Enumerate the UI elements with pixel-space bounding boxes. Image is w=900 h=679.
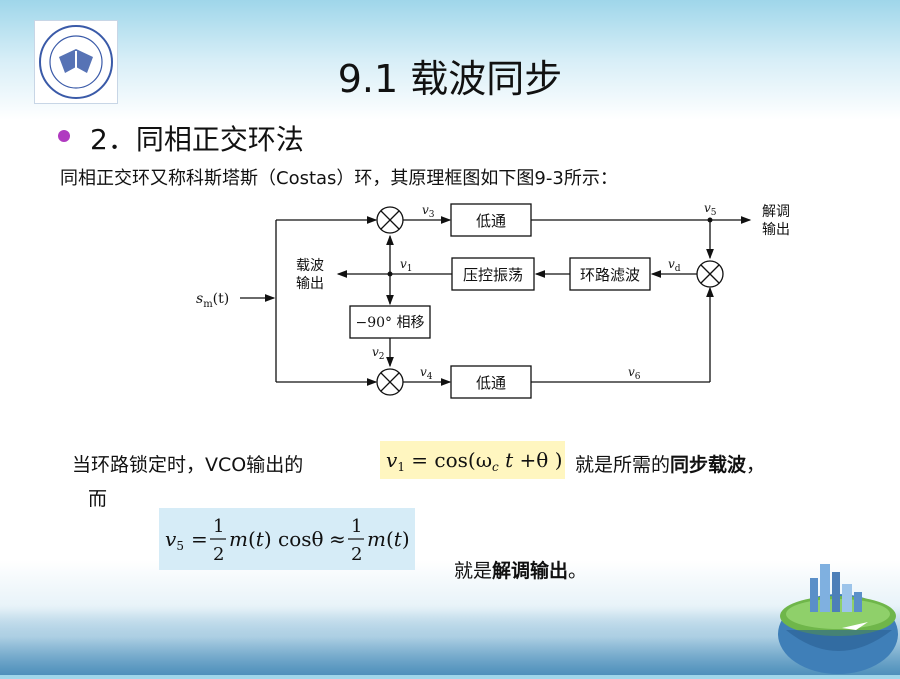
signal-vd: vd — [668, 257, 681, 274]
signal-v4: v4 — [420, 365, 433, 382]
sync-carrier-emphasis: 同步载波 — [670, 454, 747, 476]
bottom-decoration-band — [0, 605, 900, 675]
svg-text:m(t) cosθ: m(t) cosθ — [229, 527, 324, 551]
svg-text:1: 1 — [351, 516, 362, 537]
svg-text:=: = — [191, 527, 208, 551]
svg-text:v1 = cos(ωc t +θ ): v1 = cos(ωc t +θ ) — [386, 448, 563, 474]
carrier-output-label-2: 输出 — [296, 276, 324, 292]
demod-output-label-1: 解调 — [762, 204, 790, 220]
university-logo — [34, 20, 118, 104]
lowpass-top-label: 低通 — [476, 212, 506, 230]
vco-output-formula: v1 = cos(ωc t +θ ) — [380, 441, 565, 479]
signal-v6: v6 — [628, 365, 641, 382]
input-signal-label: sm(t) — [196, 291, 229, 310]
demod-output-formula: v5 = 1 2 m(t) cosθ ≈ 1 2 m(t) — [159, 508, 415, 570]
vco-statement-prefix: 当环路锁定时，VCO输出的 — [72, 454, 304, 476]
section-heading: 2．同相正交环法 — [60, 118, 304, 158]
sync-carrier-statement: 就是所需的同步载波， — [575, 454, 766, 476]
phase-shift-label: −90° 相移 — [356, 315, 425, 331]
demod-output-emphasis: 解调输出 — [492, 560, 569, 582]
signal-v3: v3 — [422, 203, 435, 220]
svg-text:≈: ≈ — [329, 527, 346, 551]
carrier-output-label-1: 载波 — [296, 258, 324, 274]
svg-text:m(t): m(t) — [367, 527, 410, 551]
bullet-dot — [58, 130, 70, 142]
globe-city-decoration — [772, 544, 900, 679]
svg-text:2: 2 — [351, 544, 362, 565]
demod-result-statement: 就是解调输出。 — [454, 560, 588, 582]
vco-label: 压控振荡 — [463, 266, 523, 284]
slide-title: 9.1 载波同步 — [337, 57, 563, 101]
signal-v2: v2 — [372, 345, 385, 362]
svg-text:v5: v5 — [165, 527, 184, 553]
svg-text:2: 2 — [213, 544, 224, 565]
signal-v1: v1 — [400, 257, 413, 274]
lowpass-bottom-label: 低通 — [476, 374, 506, 392]
signal-v5: v5 — [704, 201, 717, 218]
svg-text:1: 1 — [213, 516, 224, 537]
continuation-word: 而 — [88, 488, 108, 510]
section-heading-text: 2．同相正交环法 — [90, 123, 304, 156]
intro-text: 同相正交环又称科斯塔斯（Costas）环，其原理框图如下图9-3所示： — [60, 168, 618, 189]
loop-filter-label: 环路滤波 — [580, 266, 640, 284]
costas-loop-diagram: sm(t) 低通 低通 压控振荡 环路滤波 −90° 相移 载波 输出 解调 输… — [196, 201, 790, 399]
demod-output-label-2: 输出 — [762, 222, 790, 238]
